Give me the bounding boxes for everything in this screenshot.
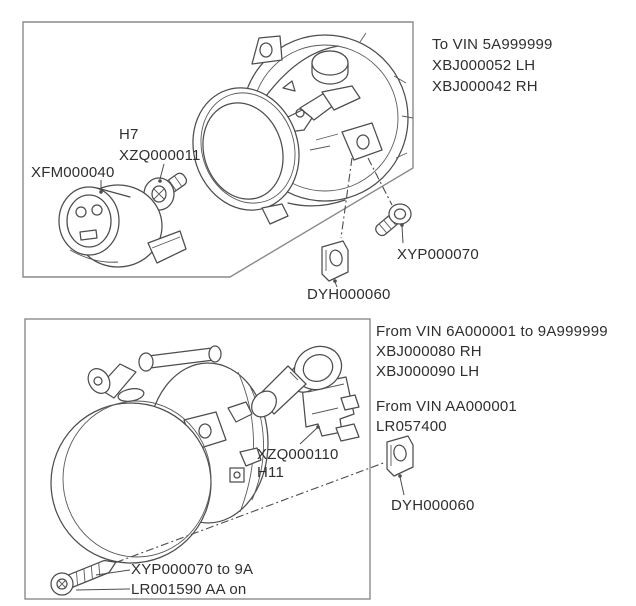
fog-lamp-assembly-early-drawing [192, 32, 414, 225]
top-panel-border [22, 21, 414, 278]
label-bulb-type-h7: H7 [119, 126, 139, 143]
label-vin-note-mid: From VIN 6A000001 to 9A999999 XBJ000080 … [376, 322, 608, 382]
top-panel-group [22, 21, 414, 288]
clip-drawing-top [321, 240, 349, 288]
vin-note-mid-line3: XBJ000090 LH [376, 363, 480, 380]
label-part-xzq000110: XZQ000110 [257, 446, 339, 463]
vin-note-top-line1: To VIN 5A999999 [432, 36, 553, 53]
connector-drawing [58, 180, 187, 268]
vin-note-mid-line2: XBJ000080 RH [376, 343, 482, 360]
vin-note-aa-line2: LR057400 [376, 418, 447, 435]
clip-drawing-bottom [386, 435, 414, 496]
vin-note-top-line2: XBJ000052 LH [432, 57, 536, 74]
bulb-drawing-bottom [251, 345, 360, 445]
label-vin-note-top: To VIN 5A999999 XBJ000052 LH XBJ000042 R… [432, 34, 553, 97]
label-part-xfm000040: XFM000040 [31, 164, 115, 181]
leader-lines-top [340, 157, 393, 239]
vin-note-mid-line1: From VIN 6A000001 to 9A999999 [376, 323, 608, 340]
label-part-xyp000070-top: XYP000070 [397, 246, 479, 263]
bottom-panel-group [24, 318, 414, 600]
fog-lamp-assembly-later-drawing [50, 345, 269, 564]
label-bulb-type-h11: H11 [257, 464, 285, 481]
label-vin-note-aa: From VIN AA000001 LR057400 [376, 397, 517, 437]
label-part-dyh000060-top: DYH000060 [307, 286, 391, 303]
screw-note-line2: LR001590 AA on [131, 581, 247, 598]
vin-note-aa-line1: From VIN AA000001 [376, 398, 517, 415]
label-part-xzq000011: XZQ000011 [119, 147, 201, 164]
label-screw-note-bottom: XYP000070 to 9A LR001590 AA on [131, 560, 253, 600]
screw-drawing-top [375, 203, 412, 244]
leader-line-bottom [100, 461, 387, 569]
screw-note-line1: XYP000070 to 9A [131, 561, 254, 578]
vin-note-top-line3: XBJ000042 RH [432, 78, 538, 95]
screw-drawing-bottom [50, 559, 131, 596]
label-part-dyh000060-bottom: DYH000060 [391, 497, 475, 514]
bottom-panel-border [24, 318, 371, 600]
